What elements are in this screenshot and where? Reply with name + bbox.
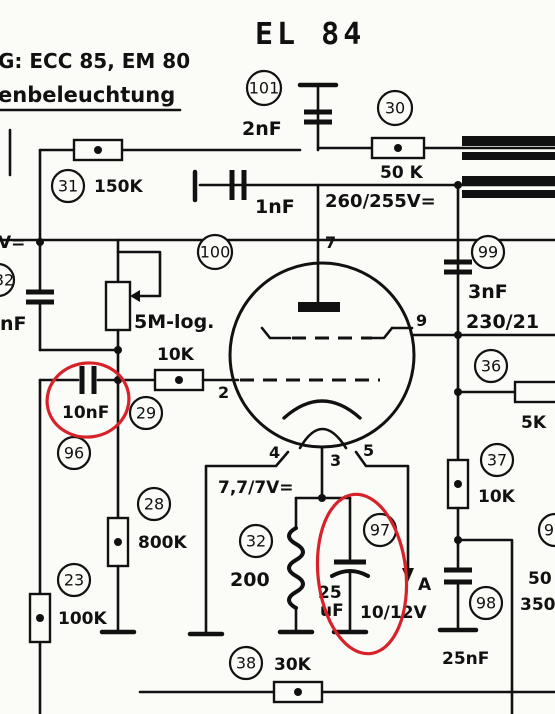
node-r36 <box>454 388 462 396</box>
svg-text:97: 97 <box>370 521 390 540</box>
svg-text:38: 38 <box>236 654 256 673</box>
ref-badge-101: 101 <box>245 69 283 107</box>
label-v-plate: 260/255V= <box>325 191 436 212</box>
label-right-a: 50 <box>528 569 552 589</box>
label-r36: 5K <box>521 413 547 433</box>
label-c99: 3nF <box>468 281 508 303</box>
ref-badge-32-left: 32 <box>0 263 16 297</box>
resistor-r32 <box>277 496 315 635</box>
capacitor-c99 <box>444 259 472 275</box>
resistor-r37 <box>446 458 470 547</box>
label-right-b: 350 <box>520 595 555 615</box>
svg-text:32: 32 <box>246 532 266 551</box>
ref-badge-9-right: 9 <box>537 512 555 548</box>
pin-4: 4 <box>269 443 280 462</box>
ref-badge-31: 31 <box>50 168 86 204</box>
label-c98: 25nF <box>442 649 489 669</box>
svg-text:31: 31 <box>58 177 78 196</box>
node-c99-top <box>454 181 462 189</box>
svg-text:101: 101 <box>249 79 280 98</box>
label-c101: 2nF <box>242 118 282 140</box>
ref-badge-36: 36 <box>473 348 509 384</box>
ref-badge-98: 98 <box>468 585 504 621</box>
wire-pin4 <box>204 450 290 634</box>
capacitor-c101 <box>297 82 339 125</box>
svg-text:29: 29 <box>136 404 156 423</box>
header-tubes: G: ECC 85, EM 80 <box>0 49 190 73</box>
label-v-cathode: 7,7/7V= <box>218 478 294 498</box>
ref-badge-100: 100 <box>196 233 234 271</box>
label-r-grid: 10K <box>157 345 195 365</box>
ref-badge-99: 99 <box>470 234 506 270</box>
label-c97-a: 25 <box>318 583 342 603</box>
label-c-coupling: 10nF <box>62 403 109 423</box>
ref-badge-97: 97 <box>362 512 398 548</box>
svg-text:100: 100 <box>200 243 231 262</box>
highlight-c97 <box>315 492 409 656</box>
label-c97-v: 10/12V <box>360 603 428 623</box>
ref-badge-23: 23 <box>56 562 92 598</box>
ref-badge-96: 96 <box>56 435 92 471</box>
tube-title: EL 84 <box>255 17 365 52</box>
potentiometer-5m <box>104 238 162 352</box>
resistor-r30 <box>370 136 426 160</box>
svg-text:99: 99 <box>478 243 498 262</box>
svg-text:23: 23 <box>64 571 84 590</box>
ref-badge-32: 32 <box>238 523 274 559</box>
resistor-r31 <box>72 138 124 162</box>
resistor-r28 <box>99 516 137 635</box>
ref-badge-30: 30 <box>376 89 414 127</box>
svg-text:28: 28 <box>144 495 164 514</box>
label-r32: 200 <box>230 569 270 591</box>
transformer-bars <box>462 136 555 198</box>
svg-text:96: 96 <box>64 444 84 463</box>
pin-2: 2 <box>218 383 229 402</box>
ref-badge-29: 29 <box>128 395 164 431</box>
capacitor-left <box>26 289 54 352</box>
capacitor-1nf <box>192 169 247 203</box>
pin-9: 9 <box>416 311 427 330</box>
svg-text:98: 98 <box>476 594 496 613</box>
label-r28: 800K <box>138 533 187 553</box>
label-v-screen: 230/21 <box>466 311 539 333</box>
node-left <box>36 238 44 246</box>
svg-text:9: 9 <box>544 521 554 540</box>
svg-text:30: 30 <box>385 99 405 118</box>
label-c-1nf: 1nF <box>255 196 295 218</box>
wire-pin5 <box>354 450 410 572</box>
highlight-c-coupling <box>45 361 131 439</box>
resistor-grid-10k <box>153 368 240 392</box>
resistor-r38-dot <box>294 688 302 696</box>
node-c99-screen <box>454 331 462 339</box>
pin-3: 3 <box>330 451 341 470</box>
wire-r37-right <box>456 538 514 714</box>
label-r37: 10K <box>478 487 516 507</box>
ref-badge-37: 37 <box>479 442 515 478</box>
header-line2: enbeleuchtung <box>0 83 175 107</box>
ref-badge-28: 28 <box>136 486 172 522</box>
svg-text:36: 36 <box>481 357 501 376</box>
label-r31: 150K <box>94 177 143 197</box>
label-r23: 100K <box>58 609 107 629</box>
pin-7: 7 <box>325 233 336 252</box>
label-r38: 30K <box>274 655 312 675</box>
capacitor-c97 <box>330 496 370 635</box>
pin-5: 5 <box>363 441 374 460</box>
resistor-r23 <box>28 592 52 644</box>
label-r30: 50 K <box>380 163 424 183</box>
ref-badge-38: 38 <box>228 645 264 681</box>
resistor-r36 <box>513 380 555 404</box>
tube-el84 <box>228 261 416 450</box>
label-v-left: V= <box>0 233 25 253</box>
capacitor-c98 <box>437 543 479 633</box>
label-c-left: nF <box>0 313 27 335</box>
label-heater-a: A <box>418 575 432 595</box>
svg-text:32: 32 <box>0 271 14 290</box>
capacitor-10nf <box>38 366 157 394</box>
svg-text:37: 37 <box>487 451 507 470</box>
label-pot: 5M-log. <box>134 311 214 333</box>
